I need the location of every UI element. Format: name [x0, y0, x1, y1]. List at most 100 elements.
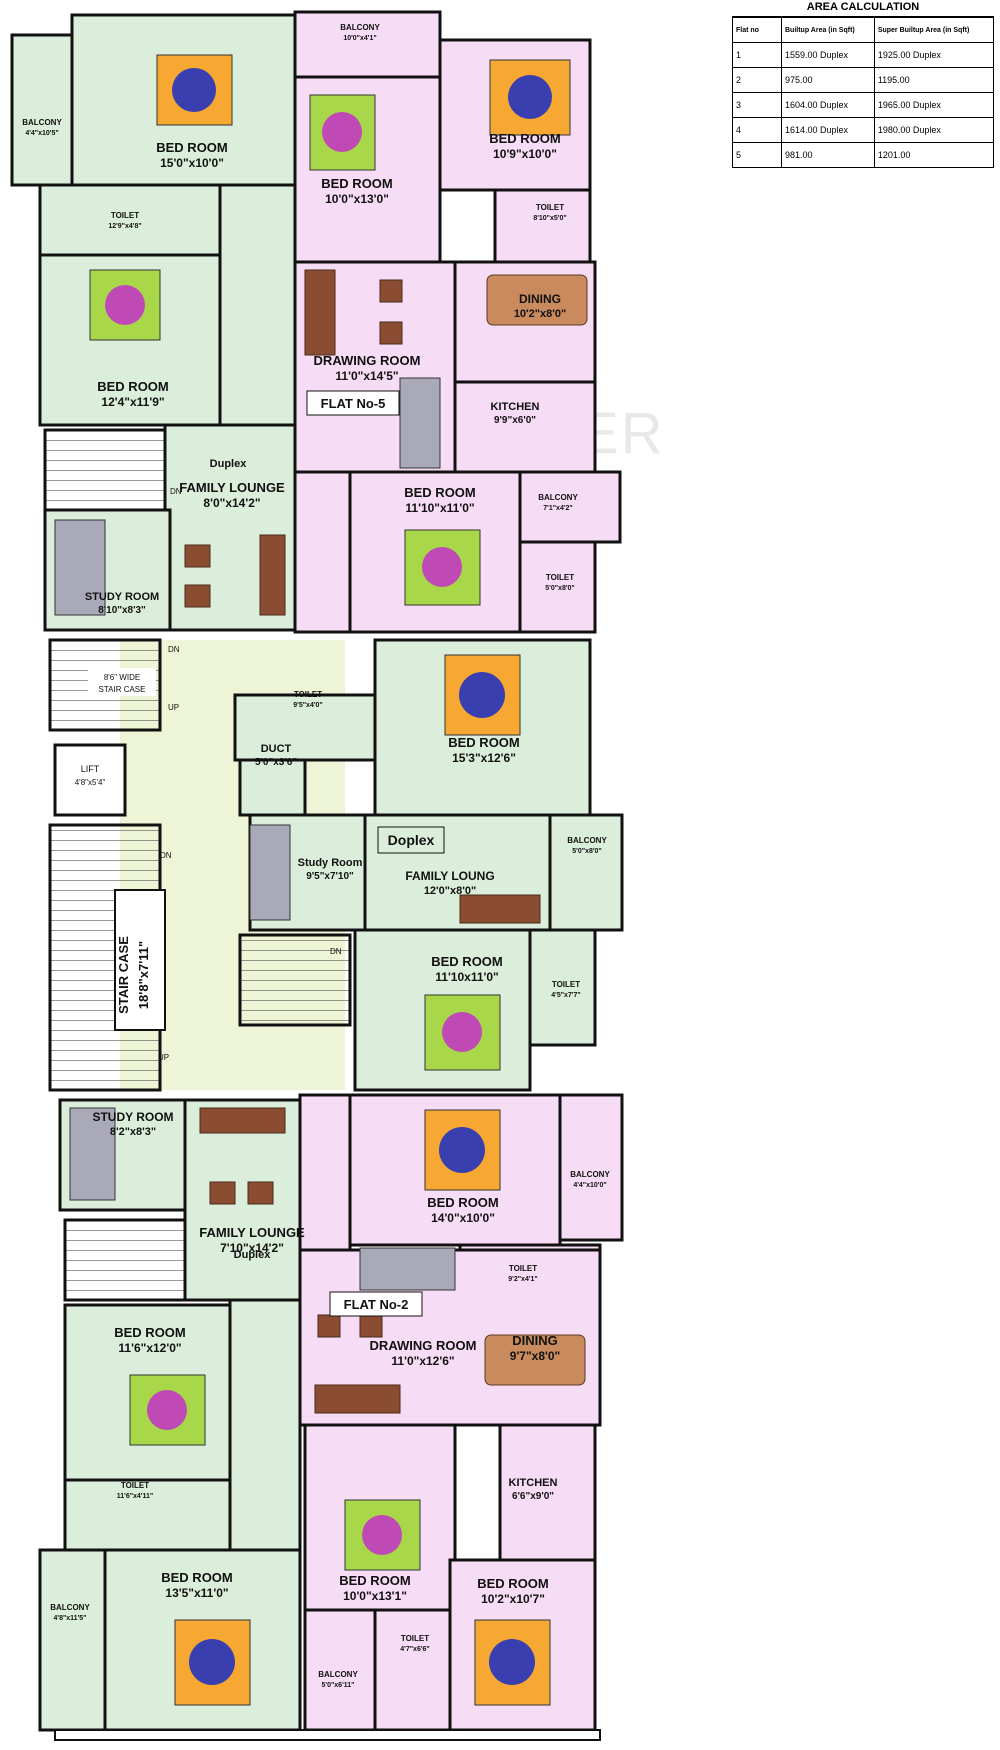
room-name-balcony-top: BALCONY	[340, 23, 380, 32]
room-name-kitchen-top: KITCHEN	[491, 401, 540, 413]
room-name-toilet-bl: TOILET	[121, 1481, 149, 1490]
room-name-study-center: Study Room	[298, 857, 363, 869]
room-fill	[10, 33, 74, 187]
room-dim-bed-top-mid: 10'0"x13'0"	[325, 192, 389, 206]
col-header: Builtup Area (in Sqft)	[781, 17, 875, 43]
room-name-bed-bottom-center: BED ROOM	[339, 1573, 411, 1588]
room-name-bed-l2: BED ROOM	[97, 379, 169, 394]
table-cell: 1925.00 Duplex	[873, 42, 995, 68]
room-name-toilet-center: TOILET	[294, 690, 322, 699]
flat2-label: FLAT No-2	[344, 1297, 409, 1312]
room-dim-toilet-cr: 4'5"x7'7"	[551, 992, 580, 999]
col-header: Flat no	[732, 17, 782, 43]
room-fill	[518, 540, 597, 634]
room-name-study-bottom: STUDY ROOM	[92, 1110, 173, 1124]
duplex-top-label: Duplex	[210, 458, 248, 470]
lift-dim: 4'8"x5'4"	[75, 778, 106, 787]
duplex-center-label: Doplex	[388, 832, 435, 848]
table-cell: 1965.00 Duplex	[873, 92, 995, 118]
room-fill	[228, 1298, 302, 1552]
room-dim-dining-top: 10'2"x8'0"	[514, 308, 566, 320]
table-cell: 1980.00 Duplex	[873, 117, 995, 143]
bed-motifs	[89, 54, 571, 1706]
room-name-bed-center-low: BED ROOM	[431, 954, 503, 969]
room-name-kitchen-bottom: KITCHEN	[509, 1477, 558, 1489]
room-name-bed-top-right: BED ROOM	[489, 131, 561, 146]
room-name-dining-bottom: DINING	[512, 1333, 558, 1348]
room-name-bed-mid-right: BED ROOM	[404, 485, 476, 500]
room-name-balcony-mr: BALCONY	[538, 493, 578, 502]
room-name-drawing-bottom: DRAWING ROOM	[370, 1338, 477, 1353]
room-fill	[298, 1093, 352, 1252]
staircase-wide-label-2: STAIR CASE	[99, 685, 146, 694]
footer-strip	[54, 1729, 601, 1741]
room-fill	[453, 380, 597, 474]
room-dim-toilet-tl: 12'9"x4'8"	[108, 223, 141, 230]
room-dim-toilet-mr: 5'0"x8'0"	[545, 585, 574, 592]
room-dim-bed-center: 15'3"x12'6"	[452, 751, 516, 765]
room-name-toilet-tr: TOILET	[536, 203, 564, 212]
lift-label: LIFT	[81, 764, 100, 774]
room-fill	[303, 1608, 377, 1732]
room-dim-toilet-bb: 4'7"x6'6"	[400, 1646, 429, 1653]
room-dim-balcony-bl: 4'8"x11'5"	[54, 1615, 87, 1622]
room-dim-duct: 5'0"x3'6"	[255, 757, 297, 768]
room-dim-toilet-tr: 8'10"x5'0"	[533, 215, 566, 222]
room-fill	[233, 693, 377, 762]
stairs-center	[238, 933, 352, 1027]
table-cell: 4	[732, 117, 782, 143]
dn-label: DN	[330, 947, 342, 956]
stairs-top-left	[43, 428, 167, 512]
stairs-bottom	[63, 1218, 187, 1302]
lift	[53, 743, 127, 817]
room-name-toilet-bm: TOILET	[509, 1264, 537, 1273]
room-fill	[293, 470, 352, 634]
table-cell: 1	[732, 42, 782, 68]
room-fill	[518, 470, 622, 544]
room-name-balcony-bl: BALCONY	[50, 1603, 90, 1612]
stair-landing	[114, 889, 166, 1031]
duplex-bottom-label: Duplex	[234, 1249, 272, 1261]
table-cell: 2	[732, 67, 782, 93]
flat-labels: FLAT No-5 FLAT No-2 Duplex Doplex Duplex…	[75, 390, 445, 1317]
room-dim-balcony-bb: 5'0"x6'11"	[322, 1682, 355, 1689]
room-fill	[238, 758, 307, 817]
dn-label: DN	[168, 645, 180, 654]
room-name-dining-top: DINING	[519, 292, 561, 306]
table-row: 5 981.00 1201.00	[732, 142, 995, 168]
table-row: 1 1559.00 Duplex 1925.00 Duplex	[732, 42, 995, 68]
table-cell: 3	[732, 92, 782, 118]
table-cell: 975.00	[781, 67, 875, 93]
room-dim-drawing-top: 11'0"x14'5"	[335, 369, 398, 383]
table-cell: 1614.00 Duplex	[781, 117, 875, 143]
room-dim-balcony-top: 10'0"x4'1"	[343, 35, 376, 42]
table-row: 4 1614.00 Duplex 1980.00 Duplex	[732, 117, 995, 143]
room-fill	[498, 1423, 597, 1562]
staircase-main-dim: 18'8"x7'11"	[136, 941, 151, 1009]
room-dim-balcony-mr: 7'1"x4'2"	[543, 505, 572, 512]
area-calculation-panel: AREA CALCULATION Flat no Builtup Area (i…	[732, 0, 995, 168]
room-name-bed-top-mid: BED ROOM	[321, 176, 393, 191]
room-dim-dining-bottom: 9'7"x8'0"	[510, 1349, 560, 1363]
room-fill	[218, 183, 297, 427]
room-dim-bed-bottom-left: 13'5"x11'0"	[165, 1586, 228, 1600]
room-name-bed-bl: BED ROOM	[114, 1325, 186, 1340]
table-cell: 1195.00	[873, 67, 995, 93]
room-dim-drawing-bottom: 11'0"x12'6"	[391, 1354, 454, 1368]
area-table: Flat no Builtup Area (in Sqft) Super Bui…	[732, 17, 995, 168]
room-dim-toilet-bl: 11'6"x4'11"	[117, 1493, 153, 1500]
col-header: Super Builtup Area (in Sqft)	[873, 17, 995, 43]
room-fill	[373, 1608, 452, 1732]
up-label: UP	[168, 703, 179, 712]
room-fill	[63, 1478, 232, 1552]
room-name-toilet-bb: TOILET	[401, 1634, 429, 1643]
room-fill	[528, 928, 597, 1047]
dn-label: DN	[160, 851, 172, 860]
up-label: UP	[158, 1053, 169, 1062]
room-name-duct: DUCT	[261, 743, 292, 755]
room-dim-bed-l2: 12'4"x11'9"	[101, 395, 164, 409]
room-fill	[493, 188, 592, 267]
room-name-balcony-bb: BALCONY	[318, 1670, 358, 1679]
